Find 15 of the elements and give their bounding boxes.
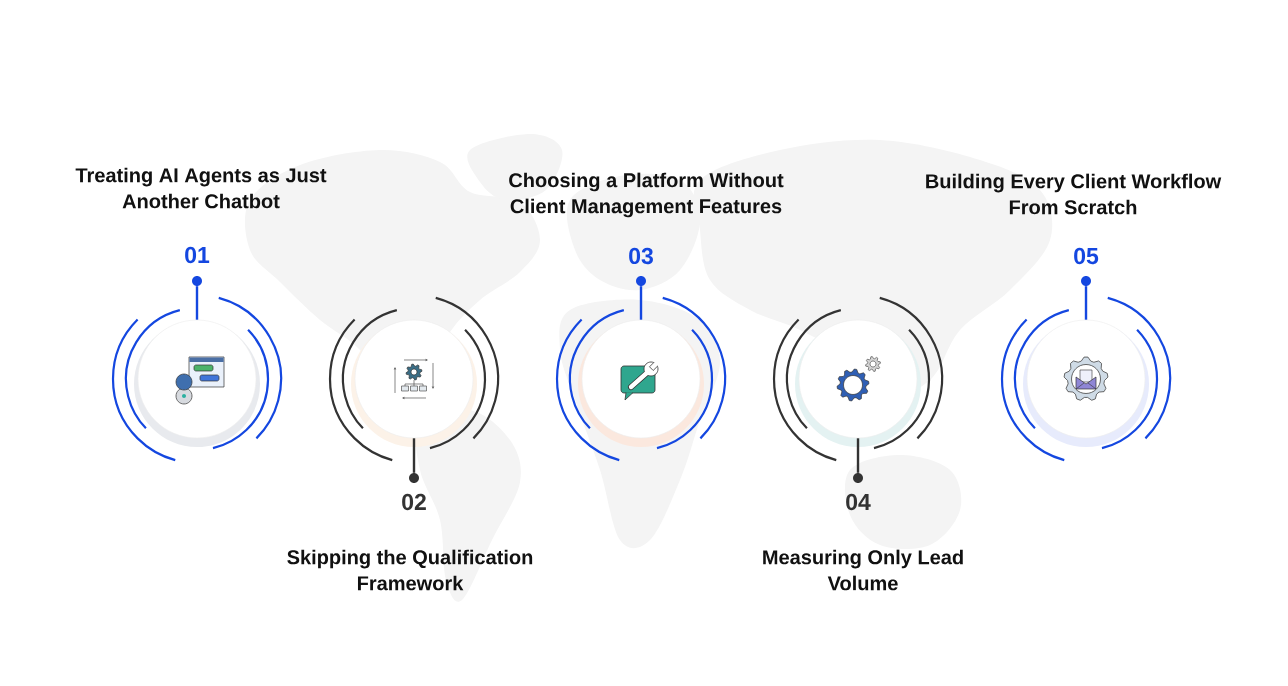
leader-line <box>1084 286 1088 320</box>
step-number: 01 <box>185 246 210 264</box>
step-title: Choosing a Platform Without Client Management Features <box>509 172 784 218</box>
leader-line <box>856 438 860 473</box>
step-number: 02 <box>402 493 426 511</box>
step-number: 05 <box>1074 247 1099 265</box>
leader-line <box>412 438 416 473</box>
step-number: 04 <box>846 493 871 511</box>
step-title: Treating AI Agents as Just Another Chatbot <box>75 167 327 209</box>
step-title: Skipping the Qualification Framework <box>287 549 533 591</box>
leader-line <box>195 286 199 320</box>
step-title: Building Every Client Workflow From Scratch <box>926 173 1222 215</box>
leader-line <box>639 286 643 320</box>
step-title: Measuring Only Lead Volume <box>763 549 963 591</box>
step-number: 03 <box>629 247 653 265</box>
